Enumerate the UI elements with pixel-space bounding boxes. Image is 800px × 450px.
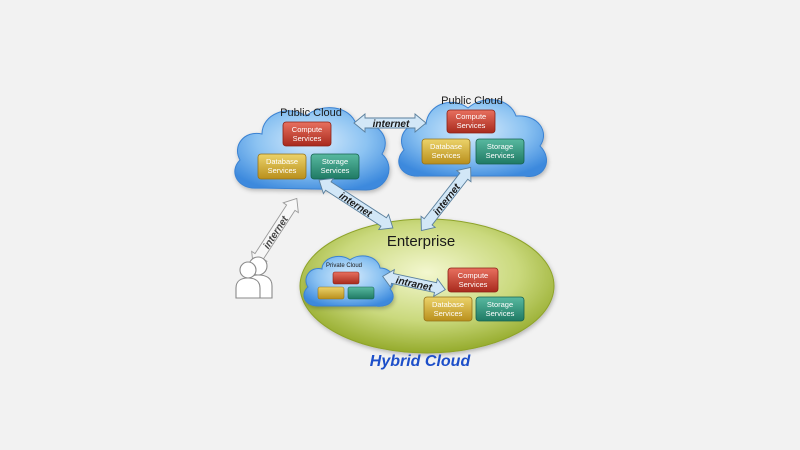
svg-text:internet: internet bbox=[373, 119, 410, 130]
left-database-services-box: Database Services bbox=[257, 153, 307, 180]
private-database-box bbox=[317, 286, 345, 300]
private-compute-box bbox=[332, 271, 360, 285]
svg-text:Services: Services bbox=[293, 134, 322, 143]
public-cloud-right-label: Public Cloud bbox=[441, 95, 503, 107]
diagram-title: Hybrid Cloud bbox=[370, 353, 472, 370]
svg-text:Database: Database bbox=[430, 142, 462, 151]
internet-arrow-clouds: internet bbox=[353, 113, 427, 133]
enterprise-storage-services-box: Storage Services bbox=[475, 296, 525, 322]
private-storage-box bbox=[347, 286, 375, 300]
private-cloud-label: Private Cloud bbox=[326, 263, 362, 269]
enterprise-label: Enterprise bbox=[387, 233, 455, 250]
svg-text:Storage: Storage bbox=[487, 300, 513, 309]
left-compute-services-box: Compute Services bbox=[282, 121, 332, 147]
svg-text:Compute: Compute bbox=[292, 125, 322, 134]
svg-text:Services: Services bbox=[486, 151, 515, 160]
svg-text:Services: Services bbox=[321, 166, 350, 175]
left-storage-services-box: Storage Services bbox=[310, 153, 360, 180]
svg-text:Storage: Storage bbox=[322, 157, 348, 166]
right-database-services-box: Database Services bbox=[421, 138, 471, 165]
svg-text:internet: internet bbox=[432, 182, 464, 218]
svg-text:Services: Services bbox=[268, 166, 297, 175]
svg-text:Compute: Compute bbox=[458, 271, 488, 280]
user-icon bbox=[235, 256, 273, 299]
right-storage-services-box: Storage Services bbox=[475, 138, 525, 165]
svg-text:internet: internet bbox=[337, 191, 374, 221]
svg-text:Services: Services bbox=[457, 121, 486, 130]
svg-text:Services: Services bbox=[486, 309, 515, 318]
svg-text:Storage: Storage bbox=[487, 142, 513, 151]
svg-text:Compute: Compute bbox=[456, 112, 486, 121]
svg-text:Database: Database bbox=[432, 300, 464, 309]
svg-text:Services: Services bbox=[432, 151, 461, 160]
svg-text:Services: Services bbox=[459, 280, 488, 289]
svg-text:internet: internet bbox=[262, 214, 292, 251]
public-cloud-left-label: Public Cloud bbox=[280, 107, 342, 119]
right-compute-services-box: Compute Services bbox=[446, 109, 496, 134]
enterprise-database-services-box: Database Services bbox=[423, 296, 473, 322]
svg-text:Database: Database bbox=[266, 157, 298, 166]
svg-text:Services: Services bbox=[434, 309, 463, 318]
enterprise-compute-services-box: Compute Services bbox=[447, 267, 499, 293]
